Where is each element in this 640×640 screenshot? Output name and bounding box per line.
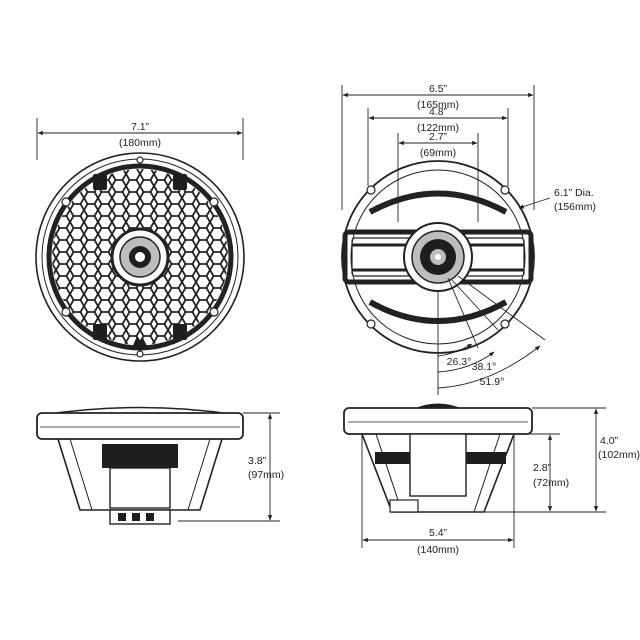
rear-bolt-span-inch: 4.8” [429,106,448,118]
rear-cutout-mm: (156mm) [554,201,596,213]
dim-left-depth: 3.8” (97mm) [178,412,284,522]
dim-right-basket-width: 5.4” (140mm) [361,434,515,556]
rear-magnet-width-mm: (69mm) [420,147,456,159]
left-depth-mm: (97mm) [248,469,284,481]
dim-front-diameter: 7.1” (180mm) [36,118,244,160]
dim-rear-angles: 26.3° 38.1° 51.9° [437,275,546,395]
front-outer-rim [35,152,245,362]
rear-mount-width-inch: 6.5” [429,83,448,95]
left-basket [57,438,223,525]
front-screw-holes [61,156,219,358]
rear-angle-2: 38.1° [472,361,497,373]
side-view-left: 3.8” (97mm) [36,406,284,525]
front-grille-tabs [93,174,187,340]
dim-rear-cutout: 6.1” Dia. (156mm) [518,187,596,213]
rear-magnet-width-inch: 2.7” [429,131,448,143]
rear-flange-top [368,190,508,215]
front-diameter-mm: (180mm) [119,137,161,149]
rear-angle-1: 26.3° [447,356,472,368]
front-diameter-inch: 7.1” [131,121,150,133]
front-center-cap [110,227,170,287]
rear-angle-3: 51.9° [480,376,505,388]
right-total-depth-inch: 4.0” [600,435,619,447]
left-flange [36,412,244,440]
dim-rear-magnet-width: 2.7” (69mm) [397,131,479,222]
dim-right-basket-depth: 2.8” (72mm) [514,433,569,512]
right-flange [343,407,533,435]
dim-rear-mount-width: 6.5” (165mm) [341,83,535,210]
rear-view: 6.5” (165mm) 4.8” (122mm) 2.7” (69mm) 6.… [341,83,596,395]
rear-magnet [403,222,473,292]
right-basket [361,433,515,513]
front-logo-icon [131,336,149,350]
right-basket-depth-mm: (72mm) [533,477,569,489]
right-basket-width-inch: 5.4” [429,527,448,539]
right-basket-depth-inch: 2.8” [533,462,552,474]
left-depth-inch: 3.8” [248,455,267,467]
left-grille-dome [41,406,239,416]
rear-screw-holes [366,185,510,329]
dim-rear-bolt-span: 4.8” (122mm) [367,106,509,186]
rear-bolt-span-mm: (122mm) [417,122,459,134]
rear-mount-width-mm: (165mm) [417,99,459,111]
rear-cutout-inch: 6.1” Dia. [554,187,594,199]
side-view-right: 4.0” (102mm) 2.8” (72mm) 5.4” (140mm) [343,403,640,556]
front-view: 7.1” (180mm) [35,118,245,362]
dim-right-total-depth: 4.0” (102mm) [484,407,640,513]
right-basket-width-mm: (140mm) [417,544,459,556]
right-total-depth-mm: (102mm) [598,449,640,461]
